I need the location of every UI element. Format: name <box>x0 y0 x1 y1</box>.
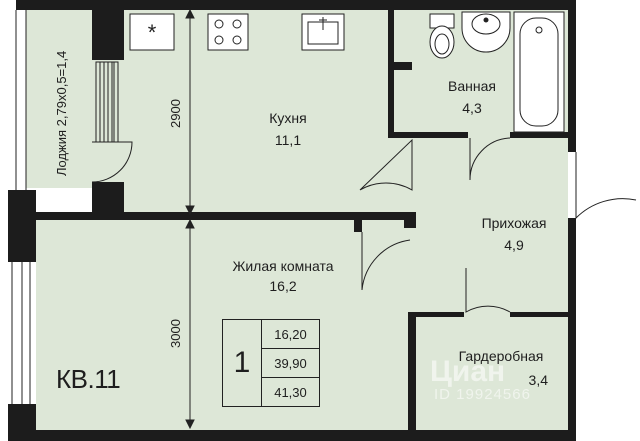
loggia-label: Лоджия 2,79х0,5=1,4 <box>54 50 69 176</box>
kitchen-dimension: 2900 <box>168 99 183 128</box>
living-dimension: 3000 <box>168 319 183 348</box>
apartment-label: КВ.11 <box>56 364 121 394</box>
dimension-lines <box>185 8 195 430</box>
living-room-label: Жилая комната 16,2 <box>218 258 348 294</box>
washbasin-icon <box>461 11 511 53</box>
living-area-value: 16,20 <box>274 326 307 342</box>
living-floor <box>36 220 414 430</box>
kitchen-area: 11,1 <box>274 132 302 148</box>
rooms-count: 1 <box>223 320 262 406</box>
hallway-area: 4,9 <box>504 237 524 253</box>
wardrobe-name: Гардеробная <box>458 348 544 364</box>
washing-machine-icon: * <box>129 13 175 51</box>
watermark-brand: Циан <box>430 355 506 388</box>
window-lines <box>11 10 31 404</box>
door-swings <box>91 137 637 313</box>
kitchen-label: Кухня 11,1 <box>248 110 328 148</box>
area-summary-table: 1 16,20 39,90 41,30 <box>222 319 320 407</box>
total-area-value: 39,90 <box>262 348 319 377</box>
bathtub-icon <box>513 11 565 133</box>
bathroom-label: Ванная 4,3 <box>432 78 512 116</box>
hallway-label: Прихожая 4,9 <box>466 215 562 253</box>
toilet-icon <box>429 13 455 59</box>
walls <box>8 0 576 441</box>
kitchen-name: Кухня <box>269 110 307 126</box>
total-with-loggia-value: 41,30 <box>262 377 319 406</box>
bathroom-area: 4,3 <box>462 100 482 116</box>
sink-icon <box>301 13 345 51</box>
wardrobe-label: Гардеробная 3,4 <box>446 348 556 388</box>
stove-icon <box>207 13 249 51</box>
watermark-id: ID 19924566 <box>434 386 531 403</box>
hallway-name: Прихожая <box>481 215 547 231</box>
living-room-area: 16,2 <box>269 278 297 294</box>
bathroom-name: Ванная <box>448 78 496 94</box>
svg-text:*: * <box>148 20 157 45</box>
wardrobe-area: 3,4 <box>528 372 548 388</box>
wardrobe-floor <box>414 312 568 430</box>
living-room-name: Жилая комната <box>232 258 334 274</box>
